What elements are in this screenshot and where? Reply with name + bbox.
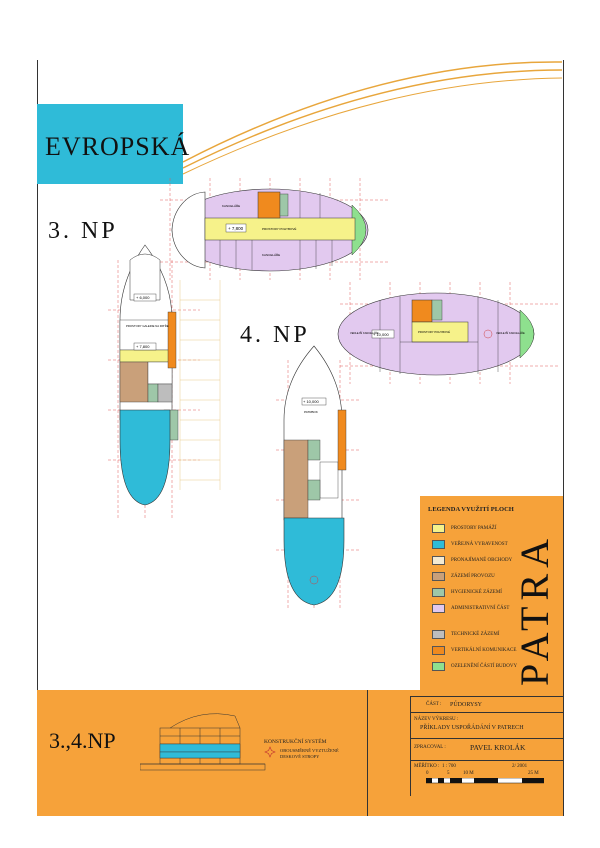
legend-label: HYGIENICKÉ ZÁZEMÍ — [451, 589, 502, 595]
legend-swatch — [432, 661, 445, 671]
legend-item: ZÁZEMÍ PROVOZU — [432, 571, 495, 581]
plan-3np-long: + 6,000 PROSTORY GALERIE NA PATŘE + 7,80… — [119, 244, 179, 506]
elevation-label: + 10,000 — [303, 399, 319, 404]
side-title: PATRA — [512, 533, 557, 686]
scale-bar — [426, 778, 544, 784]
stair-hatch — [179, 280, 221, 490]
room-label: KANCELÁŘE — [262, 252, 280, 257]
legend-swatch — [432, 603, 445, 613]
decorative-arc — [182, 61, 563, 163]
author-value: PAVEL KROLÁK — [470, 743, 526, 752]
elevation-label: + 10,000 — [373, 332, 389, 337]
legend-item: PRONAJÍMANÉ OBCHODY — [432, 555, 513, 565]
decorative-arc — [182, 77, 563, 175]
part-value: PŮDORYSY — [450, 702, 483, 708]
structure-marker-icon — [264, 746, 276, 758]
elevation-label: + 6,000 — [136, 295, 150, 300]
elevation-label: + 7,800 — [136, 344, 150, 349]
room-label: KANCELÁŘE — [222, 203, 240, 208]
title-block-line — [410, 712, 563, 713]
plan-4np-top: + 10,000 VEDLEJŠÍ KANCELÁŘE VEDLEJŠÍ KAN… — [337, 292, 535, 376]
building-section — [140, 713, 266, 771]
legend-item: HYGIENICKÉ ZÁZEMÍ — [432, 587, 502, 597]
bottom-title: 3.,4.NP — [49, 728, 116, 753]
legend-item: VEŘEJNÁ VYBAVENOST — [432, 539, 508, 549]
legend-item: OZELENĚNÍ ČÁSTÍ BUDOVY — [432, 661, 518, 671]
legend-label: TECHNICKÉ ZÁZEMÍ — [451, 631, 500, 637]
drawing-name-label: NÁZEV VÝKRESU : — [414, 717, 459, 722]
legend-swatch — [432, 587, 445, 597]
title-block-line — [410, 696, 563, 697]
floor-label-3np: 3. NP — [48, 218, 118, 244]
frame-right-border — [563, 60, 564, 816]
legend-swatch — [432, 539, 445, 549]
drawing-name-value: PŘÍKLADY USPOŘÁDÁNÍ V PATRECH — [420, 725, 524, 731]
legend-label: VEŘEJNÁ VYBAVENOST — [451, 541, 508, 547]
frame-left-border — [37, 60, 38, 816]
scale-tick: 0 — [426, 771, 429, 776]
scale-label: MĚŘÍTKO : — [414, 764, 440, 769]
scale-tick: 25 M — [528, 771, 539, 776]
legend-swatch — [432, 555, 445, 565]
title-block-line — [410, 696, 411, 796]
title-box: EVROPSKÁ — [37, 104, 189, 184]
legend-panel: LEGENDA VYUŽITÍ PLOCH PROSTORY PAMÁŽÍ VE… — [420, 496, 563, 690]
plan-4np-long: + 10,000 PATRBOK — [283, 345, 347, 606]
room-label: PROSTORY POHYBOVÉ — [262, 226, 296, 231]
legend-swatch — [432, 571, 445, 581]
plan-3np-top: + 7,800 PROSTORY POHYBOVÉ KANCELÁŘE KANC… — [171, 188, 369, 272]
legend-item: ADMINISTRATIVNÍ ČÁST — [432, 603, 510, 613]
date-value: 2/ 2001 — [512, 764, 528, 769]
legend-label: VERTIKÁLNÍ KOMUNIKACE — [451, 647, 517, 653]
scale-value: 1 : 700 — [442, 764, 456, 769]
legend-item: TECHNICKÉ ZÁZEMÍ — [432, 629, 500, 639]
room-label: PROSTORY POHYBOVÉ — [418, 329, 450, 334]
structural-system-title: KONSTRUKČNÍ SYSTÉM — [264, 739, 327, 745]
legend-label: ADMINISTRATIVNÍ ČÁST — [451, 605, 510, 611]
elevation-label: + 7,800 — [228, 226, 244, 231]
legend-title: LEGENDA VYUŽITÍ PLOCH — [428, 506, 514, 513]
legend-swatch — [432, 645, 445, 655]
legend-item: VERTIKÁLNÍ KOMUNIKACE — [432, 645, 517, 655]
room-label: PATRBOK — [304, 410, 318, 414]
page-title: EVROPSKÁ — [45, 132, 191, 161]
room-label: VEDLEJŠÍ KANCELÁŘE — [350, 330, 379, 335]
legend-label: ZÁZEMÍ PROVOZU — [451, 573, 495, 579]
author-label: ZPRACOVAL : — [414, 745, 446, 750]
title-block-line — [410, 738, 563, 739]
decorative-arc — [182, 69, 563, 169]
floor-label-4np: 4. NP — [240, 322, 310, 348]
title-block-line — [410, 760, 563, 761]
room-label: PROSTORY GALERIE NA PATŘE — [126, 323, 169, 328]
legend-label: PRONAJÍMANÉ OBCHODY — [451, 557, 513, 563]
part-label: ČÁST : — [426, 702, 442, 707]
legend-label: PROSTORY PAMÁŽÍ — [451, 525, 497, 531]
side-title-text: PATRA — [512, 533, 557, 686]
title-block-panel — [367, 690, 563, 816]
scale-tick: 10 M — [463, 771, 474, 776]
title-block-divider — [367, 690, 368, 816]
room-label: VEDLEJŠÍ KANCELÁŘE — [496, 330, 525, 335]
scale-tick: 5 — [447, 771, 450, 776]
legend-swatch — [432, 523, 445, 533]
legend-item: PROSTORY PAMÁŽÍ — [432, 523, 497, 533]
legend-swatch — [432, 629, 445, 639]
structural-system-desc: OBOUSMĚRNĚ VYZTUŽENÉ DESKOVÉ STROPY — [280, 748, 339, 759]
legend-label: OZELENĚNÍ ČÁSTÍ BUDOVY — [451, 663, 518, 669]
